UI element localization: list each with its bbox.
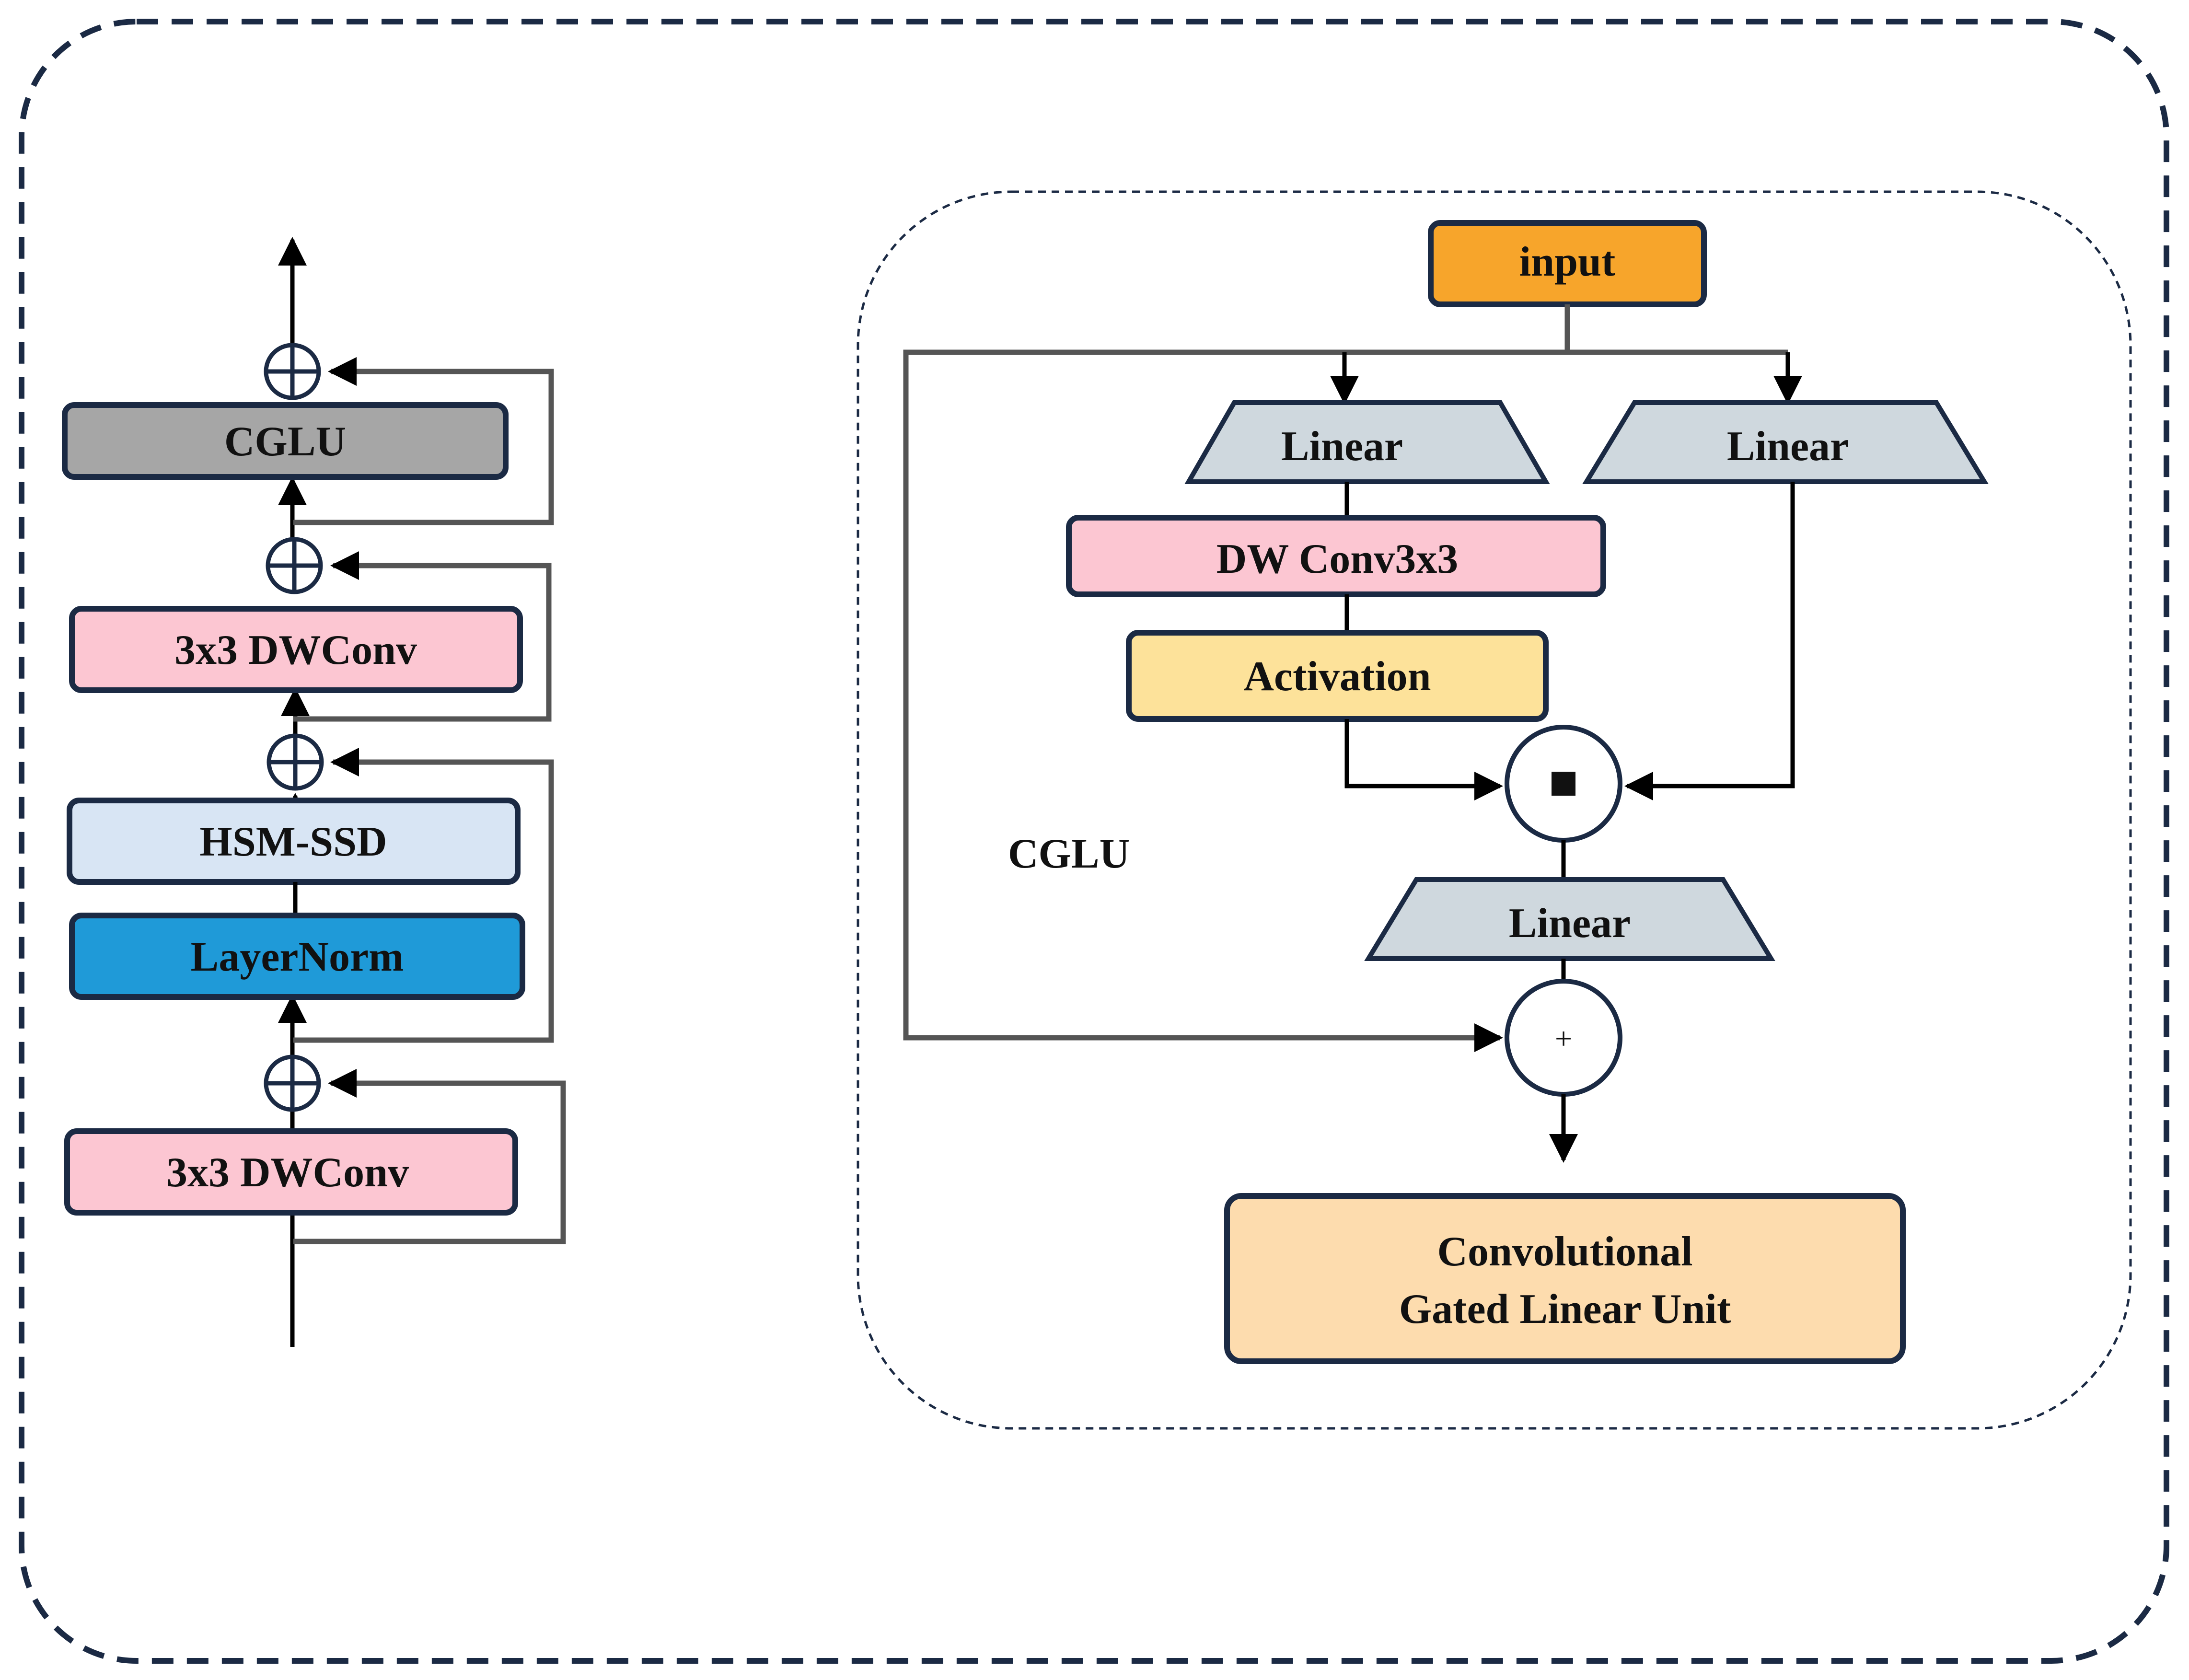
residual-loop-1: [293, 357, 554, 525]
cglu-box: [62, 402, 509, 480]
linear-right-trapezoid: [1582, 400, 1989, 484]
result-box: [1224, 1193, 1906, 1364]
add-node: +: [1505, 979, 1622, 1097]
left-block: CGLU 3x3 DWConv HSM-SSD LayerNorm 3x3 DW…: [62, 237, 566, 1347]
hsm-ssd-label: HSM-SSD: [199, 819, 387, 865]
linear-bottom-label: Linear: [1509, 900, 1631, 947]
layernorm-box: [69, 913, 525, 1000]
dwconv-bottom-label: 3x3 DWConv: [166, 1149, 409, 1196]
adder-4: [264, 1054, 321, 1112]
outer-frame: [19, 19, 2169, 1664]
layernorm-label: LayerNorm: [191, 934, 404, 980]
linear-left-label: Linear: [1281, 423, 1403, 470]
adder-1: [264, 343, 321, 400]
adder-3: [266, 733, 324, 791]
elementwise-multiply-node: [1505, 725, 1622, 843]
residual-loop-2: [293, 551, 552, 722]
activation-to-multiply-wire: [1344, 719, 1503, 800]
activation-label: Activation: [1243, 653, 1431, 700]
dwconv3x3-box: [1066, 515, 1606, 597]
dwconv-top-box: [69, 606, 523, 693]
dwconv3x3-label: DW Conv3x3: [1216, 536, 1458, 582]
result-line2: Gated Linear Unit: [1399, 1286, 1731, 1332]
right-block: input Linear Linear DW Conv3x3 Activatio…: [903, 220, 1989, 1364]
residual-loop-4: [293, 1069, 566, 1244]
activation-box: [1126, 630, 1549, 722]
dwconv-bottom-box: [64, 1128, 518, 1216]
input-label: input: [1519, 239, 1616, 285]
inner-frame: [857, 190, 2132, 1430]
residual-loop-3: [293, 748, 554, 1043]
dwconv-top-label: 3x3 DWConv: [174, 627, 417, 673]
linear-right-to-multiply-wire: [1624, 482, 1795, 800]
add-symbol: +: [1555, 1021, 1572, 1055]
skip-connection-wire: [903, 349, 1567, 1052]
linear-bottom-trapezoid: [1364, 877, 1775, 961]
linear-left-trapezoid: [1184, 400, 1550, 484]
linear-right-label: Linear: [1727, 423, 1849, 470]
result-line1: Convolutional: [1437, 1228, 1692, 1275]
adder-2: [266, 537, 323, 594]
cglu-caption: CGLU: [1008, 831, 1130, 877]
cglu-box-label: CGLU: [224, 418, 346, 465]
